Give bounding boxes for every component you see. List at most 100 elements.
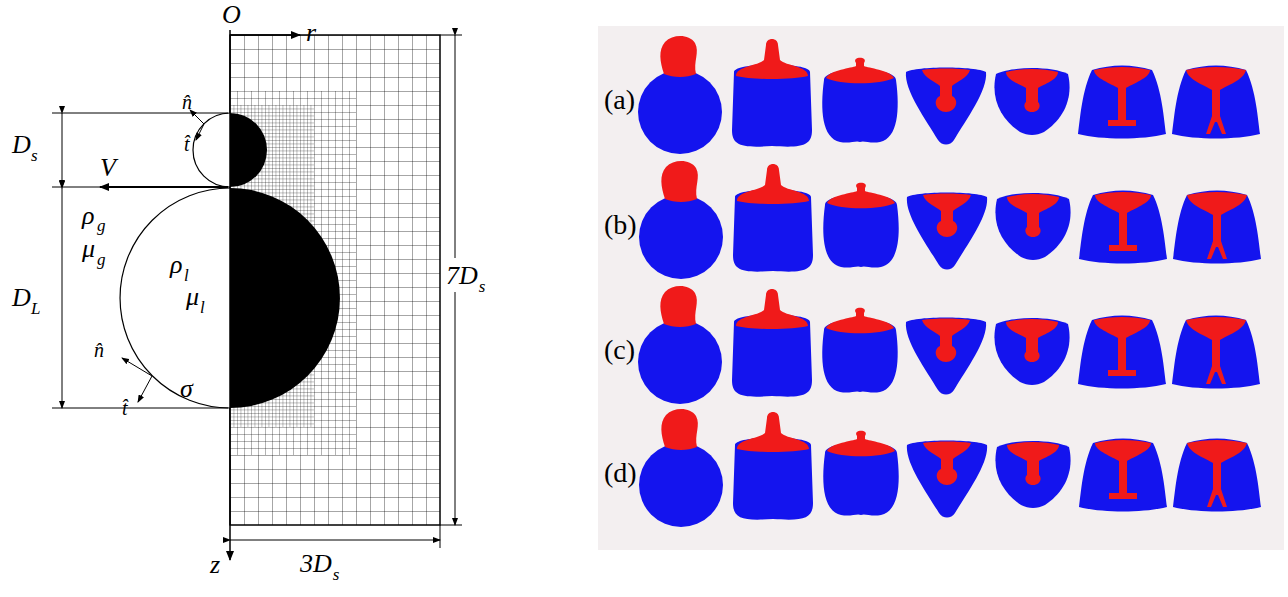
drop-shape: [732, 289, 812, 397]
small-drop-outline: [193, 113, 230, 187]
drop-body: [1078, 66, 1166, 139]
drop-shape: [733, 412, 813, 520]
drop-shape: [907, 441, 987, 518]
small-drop-fluid: [1006, 69, 1058, 112]
drop-shape: [822, 58, 897, 143]
small-drop-fluid: [923, 194, 971, 238]
small-drop-fluid: [1187, 440, 1247, 507]
large-drop-mesh: [230, 188, 340, 408]
small-drop-fluid: [826, 58, 894, 84]
normal-label: n̂: [94, 340, 104, 360]
small-drop-fluid: [1186, 317, 1246, 384]
axis-label: r: [306, 20, 316, 46]
panel-label: (d): [604, 459, 637, 487]
drop-shape: [1079, 191, 1167, 264]
drop-body: [638, 320, 722, 404]
drop-shape: [639, 161, 723, 279]
small-drop-fluid: [736, 39, 808, 79]
drop-sequence: [638, 36, 1261, 527]
dimension-subscript: s: [479, 278, 486, 295]
small-drop-fluid: [736, 289, 808, 329]
dimension-subscript: L: [31, 300, 40, 317]
mesh-border: [230, 35, 440, 525]
drop-shape: [638, 286, 722, 404]
drop-shape: [1172, 66, 1260, 139]
drop-shape: [1173, 439, 1261, 512]
normal-tangent-vectors: [122, 110, 204, 402]
velocity-label: V: [100, 155, 116, 181]
dimension-subscript: s: [31, 147, 38, 164]
small-drop-fluid: [661, 161, 697, 202]
drop-shape: [823, 431, 898, 516]
drop-shape: [994, 68, 1069, 135]
tangent-label: t̂: [122, 398, 128, 418]
dimension-label: D: [12, 285, 31, 311]
small-drop-fluid: [737, 412, 809, 452]
drop-body: [994, 68, 1069, 135]
axis-label: O: [222, 2, 241, 28]
drop-body: [1173, 191, 1261, 264]
panel-label: (b): [604, 211, 637, 239]
viscosity-label: μ: [82, 236, 95, 262]
drop-shape: [732, 39, 812, 147]
small-drop-fluid: [923, 442, 971, 486]
drop-shape: [995, 193, 1070, 260]
tangent-label: t̂: [184, 134, 190, 154]
drop-shape: [1078, 316, 1166, 389]
small-drop-fluid: [922, 319, 970, 363]
drop-shape: [995, 441, 1070, 508]
small-drop-fluid: [826, 308, 894, 334]
density-subscript: l: [184, 267, 189, 284]
small-drop-fluid: [1094, 317, 1150, 376]
drop-body: [995, 441, 1070, 508]
drop-body: [1078, 316, 1166, 389]
drop-body: [638, 70, 722, 154]
drop-body: [906, 68, 986, 145]
mesh-mask: [230, 91, 356, 455]
drop-body: [1172, 316, 1260, 389]
dimension-label: 3D: [300, 551, 332, 577]
z-axis: [229, 30, 231, 560]
result-panel: [598, 26, 1284, 550]
dimension-lines: [52, 35, 462, 548]
drop-shape: [1173, 191, 1261, 264]
drop-body: [907, 193, 987, 270]
drop-shape: [638, 36, 722, 154]
drop-body: [1079, 439, 1167, 512]
drop-body: [639, 195, 723, 279]
dimension-label: 7D: [446, 263, 478, 289]
drop-body: [1079, 191, 1167, 264]
drop-body: [906, 318, 986, 395]
small-drop-fluid: [827, 183, 895, 209]
drop-shape: [639, 409, 723, 527]
drop-shape: [1078, 66, 1166, 139]
drop-body: [995, 193, 1070, 260]
large-drop-outline: [120, 188, 230, 408]
small-drop-fluid: [1006, 319, 1058, 362]
viscosity-subscript: g: [97, 251, 106, 268]
density-label: ρ: [82, 203, 94, 229]
small-drop-fluid: [1007, 442, 1059, 485]
mesh-coarse: [230, 35, 440, 525]
mesh-medium: [230, 91, 356, 455]
small-drop-fluid: [922, 69, 970, 113]
drop-shape: [822, 308, 897, 393]
small-drop-fluid: [1007, 194, 1059, 237]
small-drop-mesh: [230, 113, 267, 187]
drop-shape: [1079, 439, 1167, 512]
drop-body: [994, 318, 1069, 385]
drop-body: [907, 441, 987, 518]
small-drop-fluid: [660, 36, 696, 77]
drop-shape: [1172, 316, 1260, 389]
drop-body: [1173, 439, 1261, 512]
surface-tension-label: σ: [180, 376, 193, 402]
density-subscript: g: [97, 217, 106, 234]
small-drop-fluid: [1095, 192, 1151, 251]
viscosity-subscript: l: [200, 299, 205, 316]
axis-label: z: [210, 552, 220, 578]
small-drop-fluid: [737, 164, 809, 204]
drop-shape: [906, 68, 986, 145]
drop-shape: [907, 193, 987, 270]
small-drop-fluid: [661, 409, 697, 450]
